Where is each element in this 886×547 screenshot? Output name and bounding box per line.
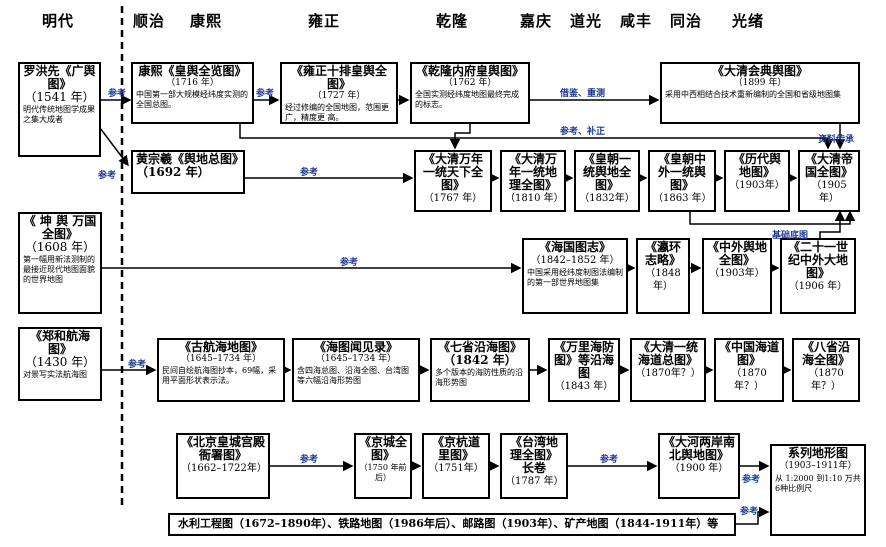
ref-label: 参考 — [128, 360, 147, 370]
box-luohongxian: 罗洪先《广舆图》 （1541 年） 明代传统地图学成果之集大成者 — [18, 62, 101, 157]
ref-label: 参考 — [256, 89, 275, 99]
era-kangxi: 康熙 — [190, 12, 223, 30]
box-haiguo: 《海国图志》 （1842–1852 年） 中国采用经纬度制图法编制的第一部世界地… — [522, 238, 628, 314]
box-dahe: 《大河两岸南北舆地图》 （1900 年） — [658, 433, 740, 499]
box-jinghang: 《京杭道里图》 （1751年） — [422, 433, 490, 499]
ref-label-jichu: 基础底图 — [772, 231, 809, 241]
ref-label: 参考 — [300, 168, 319, 178]
ref-label-ziliao: 资料传承 — [818, 135, 855, 145]
era-jiaqing: 嘉庆 — [520, 12, 553, 30]
box-lidai-yudi: 《历代舆地图》 （1903年） — [724, 150, 790, 212]
box-qianlong: 《乾隆内府皇舆图》 （1762 年） 全国实测经纬度地图最终完成的标志。 — [410, 62, 530, 124]
box-haitu-wenjian: 《海图闻见录》 （1645–1734 年） 含四海总图、沿海全图、台湾图等六幅沿… — [292, 338, 420, 402]
box-huangchao-yitong: 《皇朝一统舆地全图》 （1832年） — [574, 150, 640, 212]
ref-label: 参考 — [600, 455, 619, 465]
box-yongzheng: 《雍正十排皇舆全图》 （1727 年） 经过修编的全国地图，范围更广，精度更 高… — [280, 62, 398, 124]
box-daqing-wannian: 《大清万年一统天下全图》 （1767 年） — [414, 150, 492, 212]
box-kunyu: 《 坤 舆 万国全图》 （1608 年） 第一幅用新法测制的最接近现代地图面貌的… — [18, 212, 102, 314]
box-qisheng: 《七省沿海图》（1842 年） 多个版本的海防性质的沿海形势图 — [430, 338, 530, 402]
era-xianfeng: 咸丰 — [620, 12, 653, 30]
ref-label: 参考 — [98, 171, 117, 181]
ref-label: 参考 — [108, 89, 127, 99]
ref-label: 参考 — [340, 258, 359, 268]
era-qianlong: 乾隆 — [436, 12, 469, 30]
box-zhongwai-yudi: 《中外舆地全图》 （1903年） — [702, 238, 772, 314]
ref-label: 参考 — [740, 507, 759, 517]
box-shuili: 水利工程图（1672–1890年）、铁路地图（1986年后）、邮路图（1903年… — [168, 513, 736, 536]
box-taiwan: 《台湾地理全图》长卷 （1787 年） — [500, 433, 568, 499]
era-tongzhi: 同治 — [670, 12, 703, 30]
ref-label-jiejian: 借鉴、重测 — [560, 89, 606, 99]
arrow-luo-huang — [99, 127, 129, 167]
box-daqing-haidao: 《大清一统海道总图》 （1870年？） — [630, 338, 706, 402]
ref-label-buzheng: 参考、补正 — [560, 127, 606, 137]
era-yongzheng: 雍正 — [308, 12, 341, 30]
box-daqing-diguo: 《大清帝国全图》 （1905 年） — [798, 150, 860, 212]
box-xilie: 系列地形图 （1903–1911年） 从 1:2000 到1:10 万共6种比例… — [770, 444, 866, 536]
box-bashen: 《八省沿海全图》 （1870年？） — [792, 338, 860, 402]
box-jingcheng: 《京城全图》 （1750 年前后） — [354, 433, 412, 499]
era-ming: 明代 — [42, 12, 75, 30]
box-ershiyi: 《二十一世纪中外大地图》 （1906 年） — [780, 238, 856, 314]
box-huangzongxi: 黄宗羲《舆地总图》（1692 年） — [131, 150, 245, 194]
arrow-zhongwai-diguo — [689, 210, 856, 225]
era-daoguang: 道光 — [570, 12, 603, 30]
arrow-ershiyi-diguo — [819, 210, 846, 238]
era-guangxu: 光绪 — [732, 12, 765, 30]
box-daqing-huidian: 《大清会典舆图》 （1899 年） 采用中西相结合技术重新编制的全国和省级地图集 — [660, 62, 860, 124]
box-beijing: 《北京皇城宫殿衙署图》 （1662–1722年） — [176, 433, 270, 499]
box-wanli: 《万里海防图》等沿海图 （1843 年） — [548, 338, 620, 402]
box-zhongguo-haidao: 《中国海道图》 （1870年？） — [714, 338, 784, 402]
ref-label: 参考 — [300, 455, 319, 465]
box-daqing-wannian-li: 《大清万年一统地理全图》 （1810 年） — [500, 150, 566, 212]
box-guhanghai: 《古航海地图》 （1645–1734 年） 民间自绘航海图抄本，69幅，采用平面… — [157, 338, 285, 402]
arrow-shuili-xilie — [736, 506, 770, 525]
arrow-kangxi-diguo — [239, 124, 834, 150]
box-huangchao-zhongwai: 《皇朝中外一统舆图》 （1863 年） — [648, 150, 716, 212]
arrow-qianlong-wannian — [449, 124, 471, 150]
ref-label: 参考 — [742, 475, 761, 485]
box-zhenghe: 《郑和航海图》 （1430 年） 对景写实法航海图 — [18, 327, 102, 401]
box-kangxi: 康熙《皇舆全览图》 （1716 年） 中国第一部大规模经纬度实测的全国总图。 — [131, 62, 254, 124]
era-shunzhi: 顺治 — [133, 12, 166, 30]
box-yinghuan: 《瀛环志略》 （1848年） — [636, 238, 690, 314]
